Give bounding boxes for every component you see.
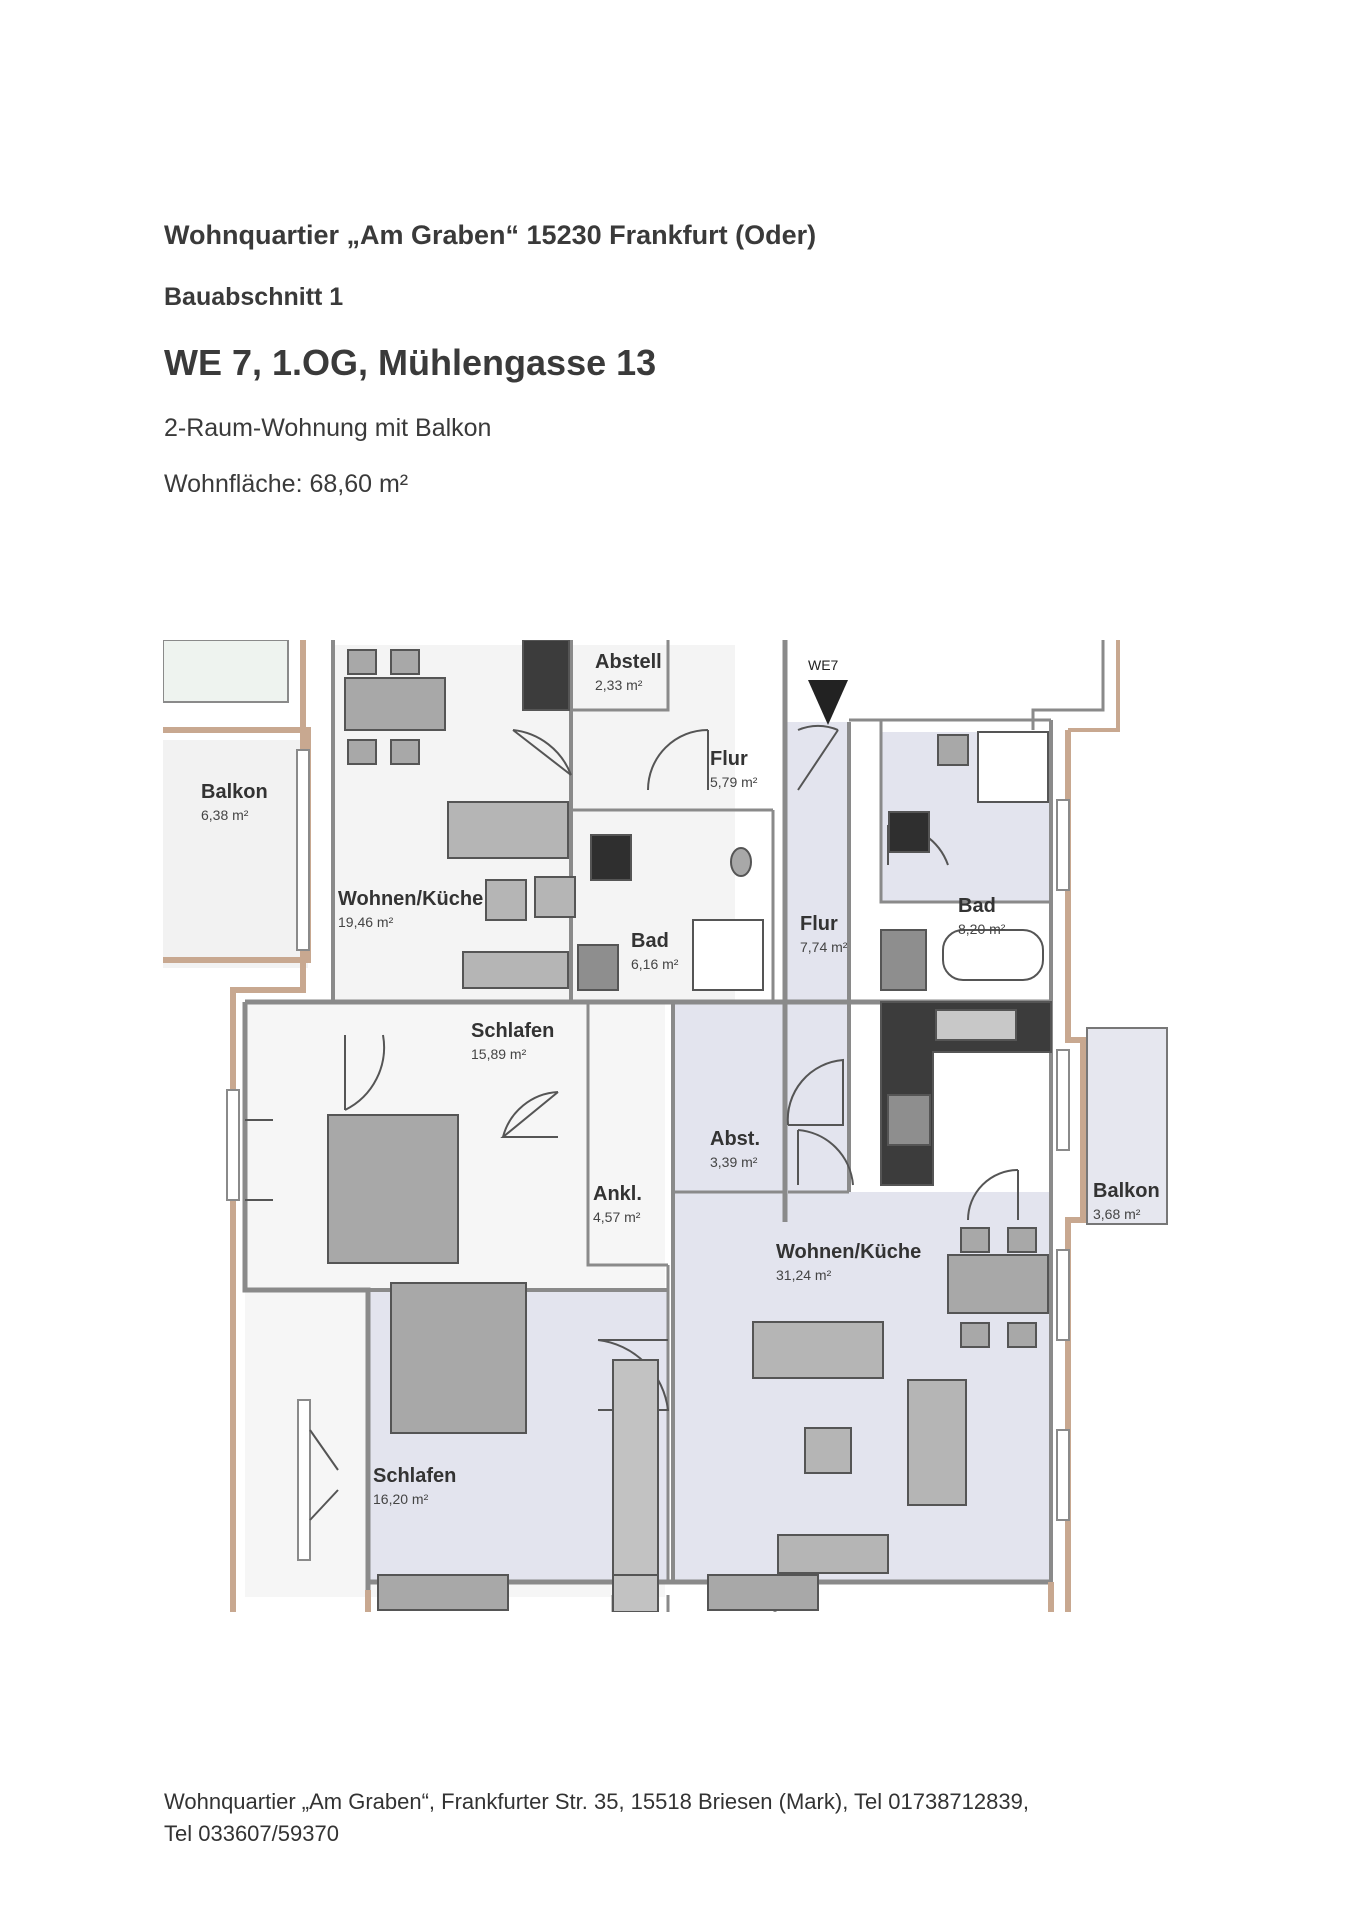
room-name-bad-right: Bad — [958, 895, 996, 917]
footer-line-2: Tel 033607/59370 — [164, 1821, 339, 1846]
room-name-flur-top: Flur — [710, 748, 748, 770]
sofa-left — [447, 801, 569, 859]
entrance-arrow-icon — [808, 680, 848, 725]
room-name-abst: Abst. — [710, 1128, 760, 1150]
room-name-wohnen-left: Wohnen/Küche — [338, 888, 483, 910]
floor-plan: WE7 Abstell 2,33 m² Flur 5,79 m² Balkon … — [163, 640, 1168, 1612]
room-area-ankl: 4,57 m² — [593, 1209, 641, 1225]
bathtub — [942, 929, 1044, 981]
room-area-abstell: 2,33 m² — [595, 677, 643, 693]
room-name-wohnen-right: Wohnen/Küche — [776, 1241, 921, 1263]
room-labels: Abstell 2,33 m² Flur 5,79 m² Balkon 6,38… — [201, 651, 1160, 1507]
dining-table-right — [947, 1254, 1049, 1314]
footer-contact: Wohnquartier „Am Graben“, Frankfurter St… — [164, 1786, 1164, 1850]
doors — [245, 724, 1019, 1521]
room-area-wohnen-left: 19,46 m² — [338, 914, 394, 930]
dining-table-left — [344, 677, 446, 731]
furniture — [327, 640, 1052, 1612]
room-area-balkon-left: 6,38 m² — [201, 807, 249, 823]
room-name-balkon-right: Balkon — [1093, 1180, 1160, 1202]
living-area: Wohnfläche: 68,60 m² — [164, 470, 409, 498]
room-name-ankl: Ankl. — [593, 1183, 642, 1205]
room-area-wohnen-right: 31,24 m² — [776, 1267, 832, 1283]
unit-heading: WE 7, 1.OG, Mühlengasse 13 — [164, 342, 657, 383]
bed-top — [327, 1114, 459, 1264]
kitchen-unit-left — [522, 640, 570, 711]
room-area-bad-right: 8,20 m² — [958, 921, 1006, 937]
windows — [226, 749, 1070, 1561]
shower-right — [977, 731, 1049, 803]
washbasin-right — [888, 811, 930, 853]
entrance-label: WE7 — [808, 657, 839, 673]
balcony-right-floor — [1086, 1027, 1168, 1225]
room-area-bad-left: 6,16 m² — [631, 956, 679, 972]
neighbor-terrace — [163, 640, 289, 703]
toilet-right — [937, 734, 969, 766]
room-area-abst: 3,39 m² — [710, 1154, 758, 1170]
room-area-schlafen-bottom: 16,20 m² — [373, 1491, 429, 1507]
room-name-flur-right: Flur — [800, 913, 838, 935]
unit-type: 2-Raum-Wohnung mit Balkon — [164, 414, 492, 442]
bed-bottom — [390, 1282, 527, 1434]
room-area-balkon-right: 3,68 m² — [1093, 1206, 1141, 1222]
wardrobe — [612, 1359, 659, 1581]
room-name-schlafen-top: Schlafen — [471, 1020, 554, 1042]
document-title: Wohnquartier „Am Graben“ 15230 Frankfurt… — [164, 220, 817, 250]
tv-stand — [777, 1534, 889, 1574]
room-name-balkon-left: Balkon — [201, 781, 268, 803]
room-area-schlafen-top: 15,89 m² — [471, 1046, 527, 1062]
construction-section: Bauabschnitt 1 — [164, 283, 344, 311]
room-area-flur-right: 7,74 m² — [800, 939, 848, 955]
room-name-bad-left: Bad — [631, 930, 669, 952]
toilet-left — [730, 847, 752, 877]
balcony-left-floor — [163, 740, 308, 968]
room-name-schlafen-bottom: Schlafen — [373, 1465, 456, 1487]
shower-left — [692, 919, 764, 991]
room-area-flur-top: 5,79 m² — [710, 774, 758, 790]
footer-line-1: Wohnquartier „Am Graben“, Frankfurter St… — [164, 1789, 1029, 1814]
room-name-abstell: Abstell — [595, 651, 662, 673]
sofa-right — [752, 1321, 884, 1379]
washbasin-left — [590, 834, 632, 881]
